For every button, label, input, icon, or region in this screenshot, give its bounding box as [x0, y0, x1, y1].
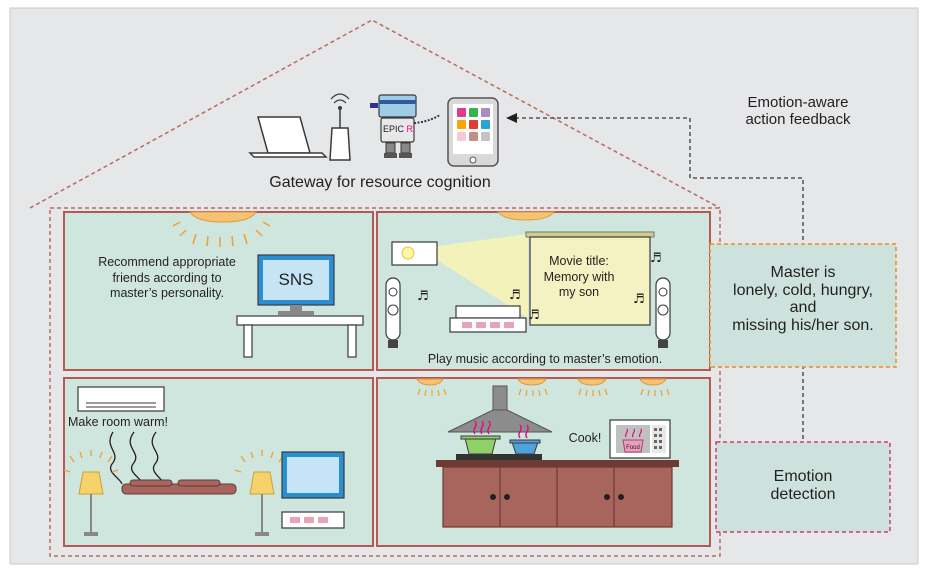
ceiling-light-icon: [189, 211, 257, 223]
house-body-outline: [49, 207, 721, 557]
theater-caption: Play music according to master’s emotion…: [427, 352, 663, 366]
av-console-icon: [449, 305, 527, 333]
emotion-detection-box: [715, 441, 891, 533]
movie-title-text: Movie title: Memory with my son: [530, 254, 628, 301]
air-conditioner-icon: [77, 386, 165, 412]
ceiling-light-icon: [416, 378, 667, 386]
screen-top-bar: [525, 231, 655, 238]
tv-cabinet-icon: [236, 315, 364, 358]
range-hood-icon: [447, 385, 553, 433]
projector-lens: [401, 246, 415, 260]
master-state-line: lonely, cold, hungry,: [733, 281, 873, 299]
sns-room-text: Recommend appropriate friends according …: [82, 255, 252, 302]
smartphone-icon: [447, 97, 499, 167]
movie-text-line: my son: [558, 285, 600, 300]
kitchen-cabinet-icon: [436, 460, 679, 528]
feedback-label-line: action feedback: [745, 111, 851, 129]
laptop-icon: [248, 116, 328, 158]
master-state-text: Master is lonely, cold, hungry, and miss…: [712, 264, 894, 334]
svg-text:♬: ♬: [509, 288, 521, 303]
feedback-label: Emotion-aware action feedback: [708, 94, 888, 129]
robot-icon: EPIC R: [370, 94, 441, 158]
kitchen-text: Cook!: [568, 431, 602, 445]
warm-air-icon: [109, 431, 165, 485]
tv-screen-label: SNS: [278, 270, 314, 289]
feedback-arrow: [506, 113, 804, 240]
projector-beam: [437, 234, 528, 318]
music-note-icon: ♬ ♬ ♬ ♬ ♬: [417, 251, 662, 323]
movie-text-line: Movie title:: [549, 254, 609, 268]
blue-pot-icon: [509, 439, 541, 455]
green-pot-icon: [460, 435, 501, 455]
wifi-router-icon: [329, 93, 351, 161]
floor-lamp-left-icon: [78, 471, 104, 536]
robot-label: EPIC R: [383, 124, 414, 134]
master-state-line: and: [789, 299, 817, 317]
steam-icon: [473, 420, 529, 439]
stove-icon: [456, 454, 542, 460]
svg-text:♬: ♬: [528, 308, 540, 323]
food-label: Food: [626, 445, 640, 451]
svg-text:♬: ♬: [417, 289, 429, 304]
living-room-text: Make room warm!: [68, 415, 169, 429]
emotion-detection-text: Emotion detection: [716, 468, 890, 505]
microwave-icon: Food: [609, 419, 671, 459]
emotion-detection-line: Emotion: [773, 468, 833, 485]
master-state-box: [709, 243, 897, 368]
speaker-right-icon: [655, 277, 671, 348]
house-roof-outline: [29, 19, 721, 209]
projector-screen: [529, 236, 651, 326]
living-tv-icon: [281, 451, 345, 529]
svg-text:♬: ♬: [650, 251, 662, 266]
gateway-label: Gateway for resource cognition: [269, 174, 491, 191]
movie-text-line: Memory with: [543, 269, 615, 284]
emotion-detection-line: detection: [770, 486, 836, 504]
projector-icon: [391, 241, 438, 266]
light-rays-icon: [417, 388, 670, 397]
floor-lamp-right-icon: [249, 471, 275, 536]
sns-text-line: friends according to: [112, 270, 222, 285]
feedback-label-line: Emotion-aware: [747, 94, 849, 111]
sns-text-line: Recommend appropriate: [98, 255, 236, 269]
light-rays-icon: [172, 221, 271, 247]
master-state-line: missing his/her son.: [732, 316, 874, 334]
sns-text-line: master’s personality.: [110, 286, 224, 301]
master-state-line: Master is: [770, 264, 836, 281]
sofa-icon: [121, 479, 237, 495]
ceiling-light-icon: [496, 211, 556, 221]
svg-text:♬: ♬: [633, 292, 645, 307]
speaker-left-icon: [385, 277, 401, 348]
tv-sns-icon: [257, 254, 335, 315]
